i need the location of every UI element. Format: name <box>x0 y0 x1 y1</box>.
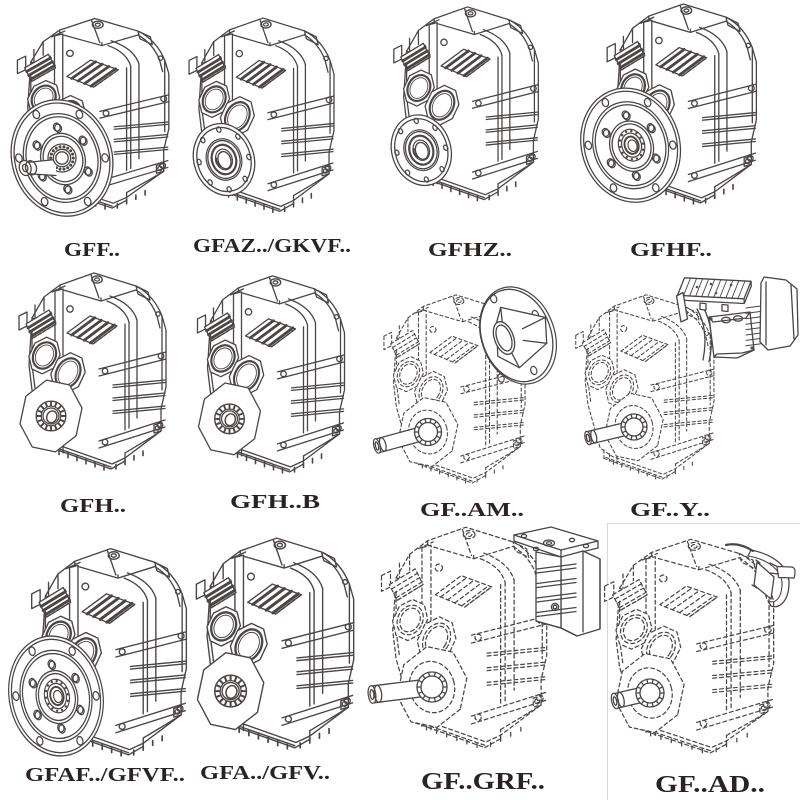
svg-text:GFHF..: GFHF.. <box>630 239 712 261</box>
svg-text:GF..Y..: GF..Y.. <box>630 499 710 521</box>
svg-text:GFH..: GFH.. <box>60 495 126 517</box>
svg-text:GFHZ..: GFHZ.. <box>428 239 512 261</box>
svg-text:GF..AM..: GF..AM.. <box>420 499 524 521</box>
svg-text:GFAZ../GKVF..: GFAZ../GKVF.. <box>193 235 351 257</box>
svg-text:GFF..: GFF.. <box>64 239 120 261</box>
svg-text:GFA../GFV..: GFA../GFV.. <box>200 762 330 784</box>
svg-text:GF..AD..: GF..AD.. <box>655 772 765 798</box>
svg-text:GF..GRF..: GF..GRF.. <box>421 769 545 795</box>
svg-text:GFAF../GFVF..: GFAF../GFVF.. <box>25 764 185 786</box>
svg-text:GFH..B: GFH..B <box>230 491 320 513</box>
